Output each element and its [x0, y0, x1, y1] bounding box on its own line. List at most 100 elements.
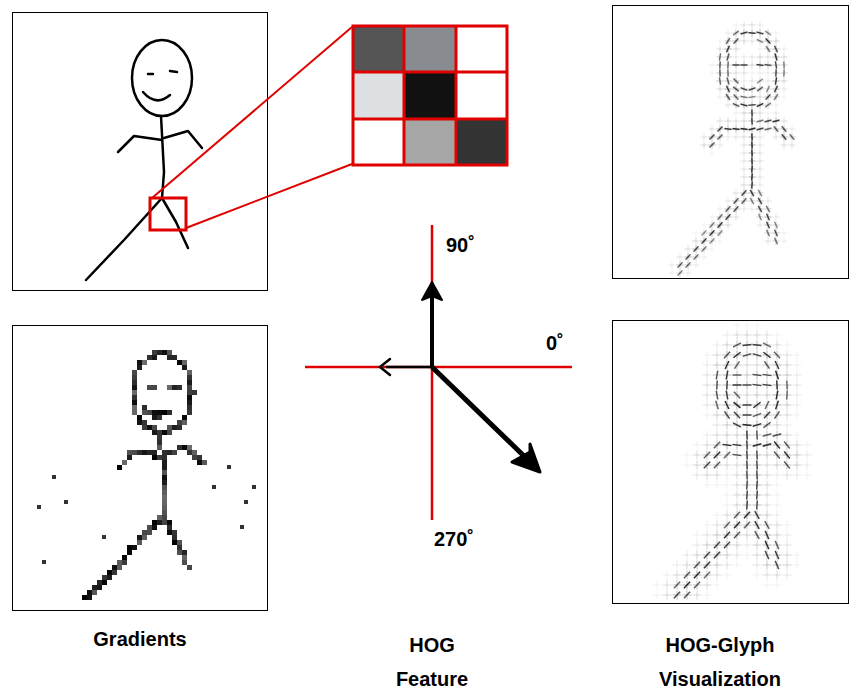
glyph-stroke: [709, 134, 714, 139]
gradient-pixel: [182, 420, 187, 425]
glyph-stroke: [674, 582, 680, 589]
gradient-pixel: [152, 410, 157, 415]
gradient-pixel: [167, 450, 172, 455]
glyph-cross: [756, 173, 763, 180]
glyph-stroke: [765, 128, 772, 130]
glyph-cross: [756, 21, 763, 28]
glyph-cross: [788, 133, 795, 140]
glyph-cross: [713, 441, 722, 450]
glyph-cross: [708, 237, 715, 244]
gradient-pixel: [92, 585, 97, 590]
glyph-cross: [703, 541, 712, 550]
noise-pixel: [240, 525, 244, 529]
glyph-cross: [748, 149, 755, 156]
glyph-cross: [733, 541, 742, 550]
glyph-cross: [753, 571, 762, 580]
glyph-cross: [803, 461, 812, 470]
gradient-pixel: [182, 555, 187, 560]
glyph-cross: [743, 331, 752, 340]
glyph-cross: [772, 37, 779, 44]
glyph-cross: [703, 451, 712, 460]
glyph-stroke: [733, 87, 739, 92]
gradient-pixel: [172, 450, 177, 455]
glyph-cross: [780, 61, 787, 68]
glyph-cross: [703, 481, 712, 490]
glyph-cross: [716, 117, 723, 124]
gradient-pixel: [162, 485, 167, 490]
gradient-pixel: [162, 515, 167, 520]
glyph-stroke: [756, 501, 758, 510]
gradient-pixel: [152, 430, 157, 435]
gradient-pixel: [177, 540, 182, 545]
glyph-cross: [772, 53, 779, 60]
glyph-cross: [764, 37, 771, 44]
glyph-cross: [716, 229, 723, 236]
glyph-cross: [743, 441, 752, 450]
gradient-pixel: [157, 410, 162, 415]
glyph-stroke: [758, 198, 762, 204]
glyph-cross: [683, 581, 692, 590]
gradient-pixel: [142, 420, 147, 425]
glyph-cross: [733, 481, 742, 490]
glyph-cross: [756, 125, 763, 132]
glyph-cross: [743, 321, 752, 330]
glyph-cross: [803, 471, 812, 480]
hog-glyphs: [653, 321, 812, 600]
glyph-stroke: [726, 391, 728, 400]
glyph-stroke: [774, 352, 780, 359]
glyph-cross: [733, 501, 742, 510]
glyph-stroke: [719, 69, 721, 76]
glyph-stroke: [704, 462, 710, 468]
glyph-cross: [723, 421, 732, 430]
glyph-cross: [724, 69, 731, 76]
glyph-cross: [764, 61, 771, 68]
glyph-stroke: [775, 561, 779, 569]
glyph-cross: [703, 571, 712, 580]
glyph-stroke: [746, 501, 748, 510]
glyph-cross: [748, 93, 755, 100]
glyph-stroke: [757, 32, 764, 34]
glyph-cross: [724, 205, 731, 212]
gradient-pixel: [192, 450, 197, 455]
glyph-cross: [693, 591, 702, 600]
glyph-stroke: [776, 371, 779, 380]
glyph-cross: [723, 571, 732, 580]
glyph-cross: [753, 521, 762, 530]
glyph-cross: [684, 269, 691, 276]
glyph-cross: [764, 229, 771, 236]
glyph-cross: [713, 371, 722, 380]
gradient-pixel: [172, 385, 177, 390]
glyph-cross: [700, 237, 707, 244]
glyph-stroke: [757, 120, 764, 122]
glyph-cross: [743, 511, 752, 520]
glyph-cross: [663, 591, 672, 600]
glyph-stroke: [740, 64, 747, 65]
gradient-pixel: [182, 550, 187, 555]
glyph-cross: [733, 431, 742, 440]
gradient-pixel: [137, 535, 142, 540]
glyph-cross: [772, 69, 779, 76]
glyph-stroke: [756, 431, 758, 440]
glyph-cross: [753, 511, 762, 520]
gradient-pixel: [147, 525, 152, 530]
glyph-cross: [756, 141, 763, 148]
glyph-cross: [724, 85, 731, 92]
gradient-pixel: [137, 420, 142, 425]
glyph-cross: [783, 421, 792, 430]
glyph-cross: [703, 531, 712, 540]
glyph-cross: [700, 229, 707, 236]
glyph-stroke: [740, 96, 747, 97]
glyph-cross: [740, 181, 747, 188]
glyph-cross: [723, 451, 732, 460]
glyph-stroke: [786, 391, 788, 400]
glyph-cross: [693, 461, 702, 470]
gradient-pixel: [172, 535, 177, 540]
glyph-stroke: [704, 562, 710, 569]
glyph-cross: [772, 221, 779, 228]
gradient-pixel: [162, 495, 167, 500]
glyph-stroke: [775, 61, 776, 68]
glyph-cross: [732, 37, 739, 44]
glyph-cross: [748, 29, 755, 36]
glyph-cross: [673, 581, 682, 590]
glyph-cross: [773, 411, 782, 420]
